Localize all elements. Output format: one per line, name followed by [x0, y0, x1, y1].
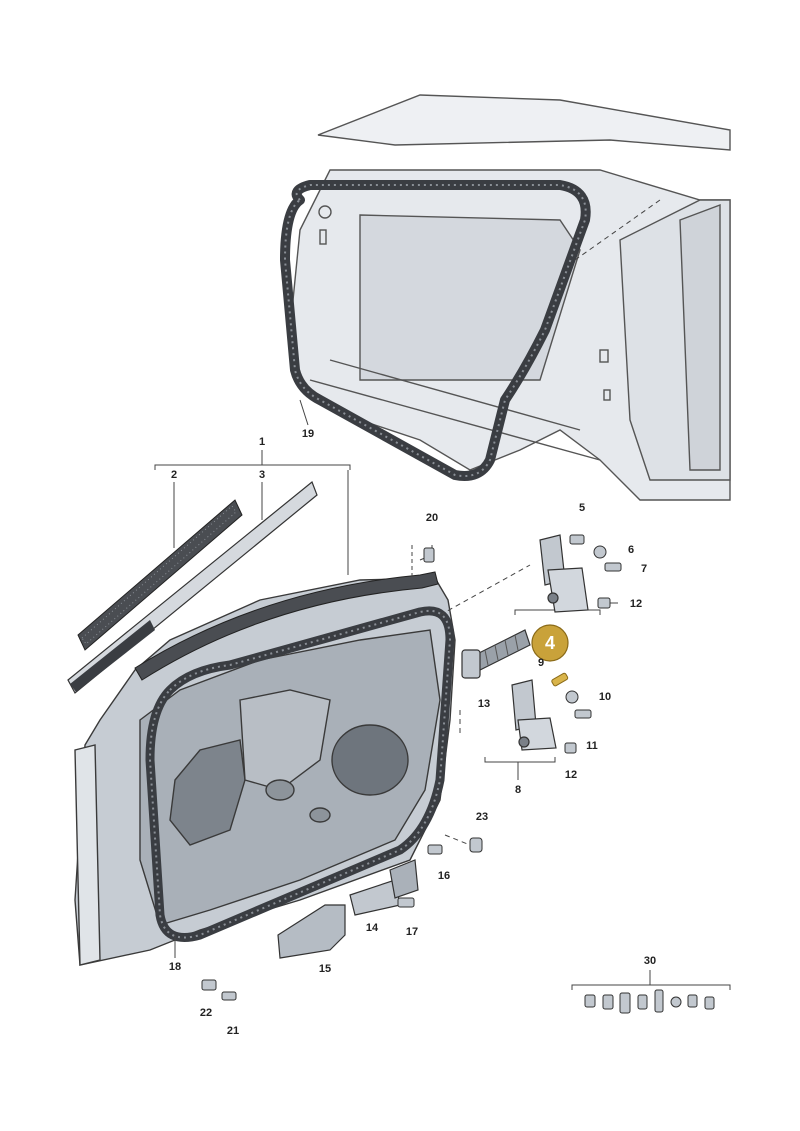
car-body-frame [289, 94, 731, 501]
highlighted-bolt [551, 672, 569, 687]
callout-7: 7 [641, 563, 647, 575]
callout-30: 30 [644, 955, 656, 967]
callout-22: 22 [200, 1007, 212, 1019]
callout-13: 13 [478, 698, 490, 710]
callout-8: 8 [515, 784, 521, 796]
callout-18: 18 [169, 961, 181, 973]
callout-9: 9 [538, 657, 544, 669]
callout-19: 19 [302, 428, 314, 440]
stopper-cover [277, 904, 346, 959]
callout-16: 16 [438, 870, 450, 882]
svg-text:4: 4 [545, 633, 555, 653]
callout-3: 3 [259, 469, 265, 481]
body-door-seal [280, 180, 591, 481]
callout-6: 6 [628, 544, 634, 556]
callout-14: 14 [366, 922, 379, 934]
callout-11: 11 [586, 740, 598, 752]
fasteners [201, 534, 715, 1014]
callout-1: 1 [259, 436, 265, 448]
callout-17: 17 [406, 926, 418, 938]
callout-10: 10 [599, 691, 611, 703]
callout-2: 2 [171, 469, 177, 481]
callout-5: 5 [579, 502, 585, 514]
callout-labels: 1 2 3 5 6 7 8 9 10 11 12 12 13 14 15 16 … [169, 428, 656, 1037]
callout-12a: 12 [630, 598, 642, 610]
callout-21: 21 [227, 1025, 239, 1037]
callout-12b: 12 [565, 769, 577, 781]
callout-20: 20 [426, 512, 438, 524]
window-strip-outer [77, 499, 243, 651]
upper-hinge [539, 534, 589, 613]
callout-15: 15 [319, 963, 331, 975]
door-stopper [349, 859, 419, 916]
lower-hinge [511, 679, 557, 751]
callout-23: 23 [476, 811, 488, 823]
highlight-badge[interactable]: 4 [531, 624, 569, 662]
window-strip-inner [67, 481, 318, 694]
door-check-strap [461, 629, 531, 679]
